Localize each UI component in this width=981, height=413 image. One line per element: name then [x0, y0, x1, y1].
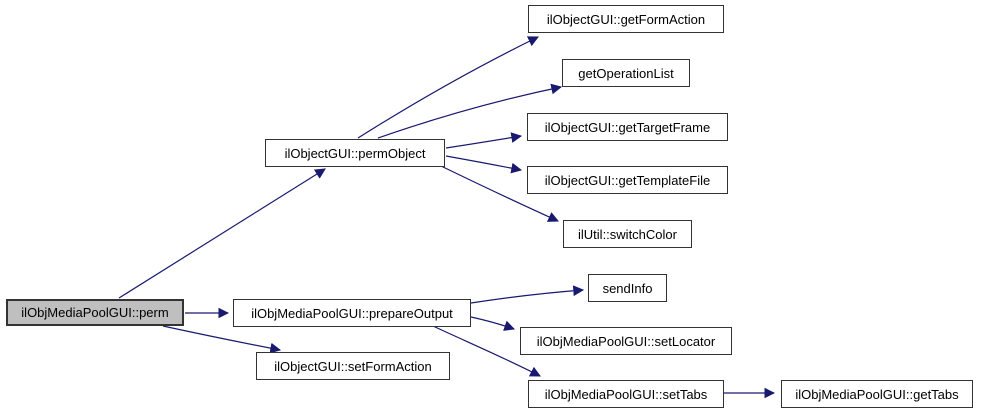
node-getTabs[interactable]: ilObjMediaPoolGUI::getTabs	[781, 380, 973, 408]
node-sendInfo[interactable]: sendInfo	[588, 274, 667, 302]
node-permObject[interactable]: ilObjectGUI::permObject	[265, 139, 445, 167]
node-switchColor[interactable]: ilUtil::switchColor	[563, 220, 692, 248]
node-getTemplateFile[interactable]: ilObjectGUI::getTemplateFile	[527, 166, 728, 194]
node-prepareOutput[interactable]: ilObjMediaPoolGUI::prepareOutput	[233, 299, 471, 327]
edge-prepareOutput-sendInfo	[470, 285, 585, 304]
node-getOperationList[interactable]: getOperationList	[562, 59, 690, 87]
node-getTargetFrame[interactable]: ilObjectGUI::getTargetFrame	[527, 113, 728, 141]
edge-permObject-getTargetFrame	[445, 132, 523, 149]
edge-prepareOutput-setLocator	[470, 316, 516, 331]
edge-perm-setFormAction	[162, 325, 282, 354]
node-perm[interactable]: ilObjMediaPoolGUI::perm	[6, 299, 184, 326]
edge-permObject-getFormAction	[357, 36, 539, 139]
node-getFormAction[interactable]: ilObjectGUI::getFormAction	[528, 5, 724, 33]
node-setTabs[interactable]: ilObjMediaPoolGUI::setTabs	[528, 380, 724, 408]
edge-permObject-getTemplateFile	[445, 155, 523, 174]
node-setLocator[interactable]: ilObjMediaPoolGUI::setLocator	[520, 327, 732, 355]
node-setFormAction[interactable]: ilObjectGUI::setFormAction	[256, 352, 450, 380]
edge-perm-permObject	[118, 168, 326, 299]
